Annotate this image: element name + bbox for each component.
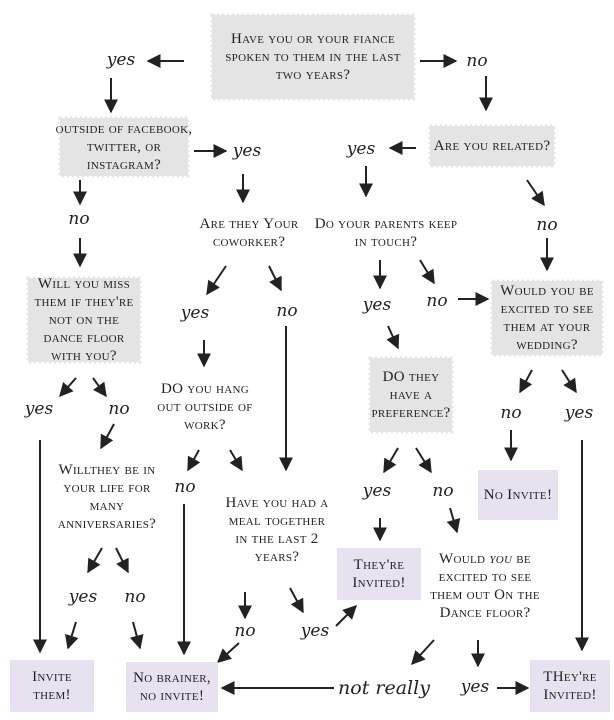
question-hangout: DO you hang out outside of work?	[150, 374, 260, 440]
answer-yes-coworker: yes	[180, 303, 210, 323]
arrow-related-no	[526, 179, 545, 207]
question-coworker: Are they Your coworker?	[184, 210, 314, 256]
result-no-invite: No Invite!	[478, 470, 558, 520]
shape-spoken	[210, 13, 416, 101]
question-parents-text: Do your parents keep in touch?	[314, 216, 458, 250]
answer-no-outside: no	[68, 209, 90, 229]
answer-no-miss: no	[108, 399, 130, 419]
answer-yes-life: yes	[68, 587, 98, 607]
question-dance-text: Would you be excited to see them out On …	[430, 550, 540, 622]
arrow-no-no-brainer-3	[216, 642, 240, 663]
shape-related	[428, 124, 556, 168]
arrow-meal-yes	[289, 587, 304, 614]
answer-no-coworker: no	[276, 301, 298, 321]
result-theyre-invited-right: THey're Invited!	[530, 660, 610, 712]
arrow-hangout-no	[187, 449, 201, 472]
question-spoken: Have you or your fiance spoken to them i…	[216, 19, 410, 95]
result-invite-them: Invite them!	[10, 660, 94, 712]
question-life: Willthey be in your life for many annive…	[48, 456, 166, 538]
question-meal-text: Have you had a meal together in the last…	[225, 495, 329, 565]
arrow-no-no-brainer-2	[129, 621, 144, 650]
question-spoken-text: Have you or your fiance spoken to them i…	[225, 31, 401, 83]
answer-no-preference: no	[432, 481, 454, 501]
question-parents: Do your parents keep in touch?	[314, 210, 458, 256]
question-dance: Would you be excited to see them out On …	[430, 540, 540, 632]
answer-no-meal: no	[234, 621, 256, 641]
answer-yes-parents: yes	[362, 295, 392, 315]
answer-no-excited: no	[500, 403, 522, 423]
shape-preference	[368, 356, 454, 434]
result-theyre-invited-mid: They're Invited!	[337, 548, 421, 600]
arrow-life-no	[115, 547, 129, 574]
arrow-miss-yes	[59, 377, 77, 398]
arrow-coworker-no	[268, 265, 282, 292]
answer-yes-related: yes	[346, 139, 376, 159]
answer-yes-outside: yes	[232, 141, 262, 161]
result-invite-them-text: Invite them!	[32, 669, 72, 703]
answer-yes-miss: yes	[24, 399, 54, 419]
question-related-text: Are you related?	[433, 138, 551, 154]
question-dance-emphasis: you	[489, 551, 513, 567]
answer-not-really: not really	[338, 677, 430, 699]
result-no-invite-text: No Invite!	[483, 487, 553, 503]
shape-excited	[490, 279, 604, 357]
question-dance-post: be excited to see them out On the Dance …	[430, 551, 540, 621]
arrow-yes-preference	[386, 325, 400, 350]
arrow-no-dance	[446, 507, 461, 534]
result-no-brainer-text: No brainer, no invite!	[133, 670, 211, 704]
question-excited: Would you be excited to see them at your…	[492, 281, 602, 355]
arrow-miss-no	[92, 377, 107, 398]
question-hangout-text: DO you hang out outside of work?	[157, 381, 253, 433]
question-outside-social-text: outside of facebook, twitter, or instagr…	[55, 121, 193, 173]
question-life-text: Willthey be in your life for many annive…	[57, 462, 157, 532]
arrow-dance-not-really	[411, 639, 435, 666]
arrow-excited-no	[519, 369, 533, 394]
question-outside-social: outside of facebook, twitter, or instagr…	[48, 118, 200, 176]
answer-no-spoken: no	[466, 51, 488, 71]
question-meal: Have you had a meal together in the last…	[222, 478, 332, 582]
question-coworker-text: Are they Your coworker?	[199, 216, 299, 250]
answer-yes-meal: yes	[300, 621, 330, 641]
result-theyre-invited-mid-text: They're Invited!	[352, 557, 406, 591]
arrow-no-life	[100, 423, 115, 450]
arrow-yes-theyre-invited-mid-2	[335, 605, 357, 627]
answer-yes-excited: yes	[564, 403, 594, 423]
arrow-preference-no	[415, 447, 432, 474]
arrow-yes-invite-them	[65, 621, 79, 650]
answer-no-life: no	[124, 587, 146, 607]
question-related: Are you related?	[424, 126, 560, 166]
result-no-brainer: No brainer, no invite!	[126, 662, 218, 712]
answer-yes-preference: yes	[362, 481, 392, 501]
arrow-preference-yes	[383, 447, 399, 474]
question-preference-text: DO they have a preference?	[371, 369, 451, 421]
arrow-coworker-yes	[206, 265, 227, 296]
arrow-life-yes	[87, 547, 103, 574]
question-preference: DO they have a preference?	[370, 358, 452, 432]
answer-no-related: no	[536, 215, 558, 235]
arrow-parents-no	[419, 259, 435, 285]
question-dance-pre: Would	[439, 551, 490, 567]
arrow-hangout-yes	[229, 449, 243, 472]
answer-no-hangout: no	[174, 477, 196, 497]
result-theyre-invited-right-text: THey're Invited!	[543, 669, 597, 703]
shape-outside-social	[58, 116, 190, 178]
question-miss: Will you miss them if they're not on the…	[28, 276, 140, 364]
question-excited-text: Would you be excited to see them at your…	[500, 283, 594, 353]
answer-no-parents: no	[426, 291, 448, 311]
answer-yes-spoken: yes	[106, 50, 136, 70]
answer-yes-dance: yes	[460, 677, 490, 697]
question-miss-text: Will you miss them if they're not on the…	[34, 276, 134, 364]
shape-miss	[26, 276, 142, 364]
arrow-excited-yes	[561, 369, 577, 394]
